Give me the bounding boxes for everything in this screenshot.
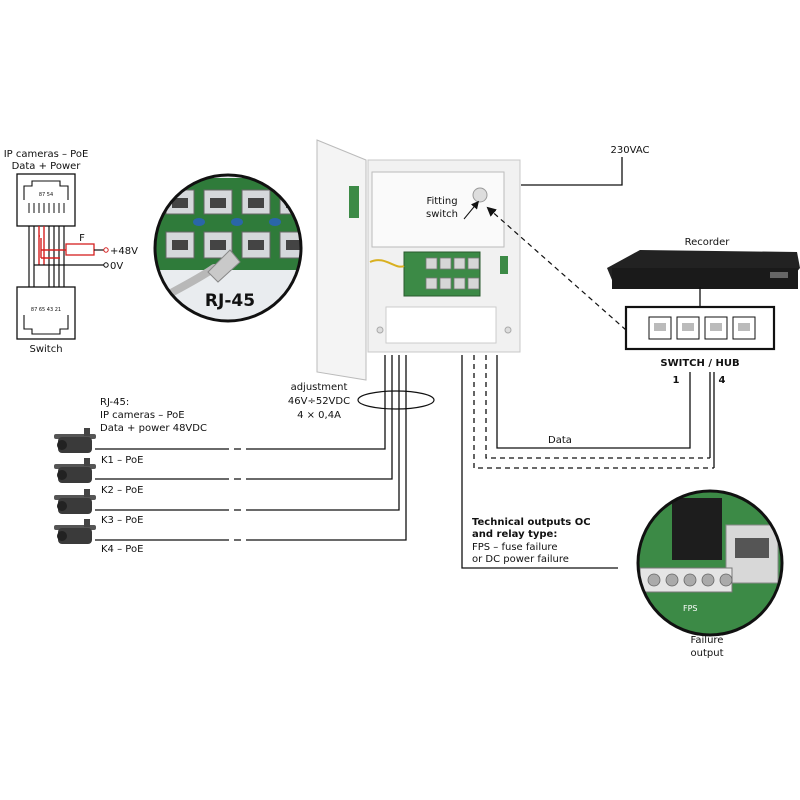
switch-port-1-label: 1 bbox=[673, 375, 680, 386]
recorder-led-panel bbox=[770, 272, 788, 278]
camera-icon bbox=[54, 519, 96, 544]
camera-header-1: RJ-45: bbox=[100, 397, 129, 408]
wiring-top-label-2: Data + Power bbox=[12, 161, 82, 172]
top-rj45-jack bbox=[16, 173, 76, 227]
outputs-title-2: and relay type: bbox=[472, 529, 557, 540]
plus-48v-label: +48V bbox=[110, 246, 138, 257]
relay-rj45-port bbox=[725, 524, 779, 584]
recorder: Recorder bbox=[607, 237, 800, 307]
recorder-label: Recorder bbox=[685, 237, 731, 248]
fuse-label: F bbox=[79, 233, 85, 244]
camera-label-k3: K3 – PoE bbox=[101, 515, 143, 526]
camera-icon bbox=[54, 458, 96, 483]
adjustment-label-2: 46V÷52VDC bbox=[288, 396, 350, 407]
power-leads bbox=[369, 259, 405, 268]
switch-ports bbox=[648, 316, 756, 340]
zoom-fps-label: FPS bbox=[683, 604, 698, 613]
data-label: Data bbox=[548, 435, 572, 446]
wiring-diagram: IP cameras – PoE Data + Power 87 54 F bbox=[4, 149, 138, 355]
camera-label-k1: K1 – PoE bbox=[101, 455, 143, 466]
cable-bundle-ellipse bbox=[357, 390, 435, 410]
top-jack-outline bbox=[23, 180, 69, 200]
camera-label-k2: K2 – PoE bbox=[101, 485, 143, 496]
switch-port-4-label: 4 bbox=[719, 375, 726, 386]
camera-label-k4: K4 – PoE bbox=[101, 544, 143, 555]
mount-hole-left bbox=[376, 326, 384, 334]
camera-lines bbox=[95, 355, 407, 541]
fitting-switch-label-2: switch bbox=[426, 209, 458, 220]
rj45-zoom: RJ-45 bbox=[153, 173, 303, 323]
adjustment-label-1: adjustment bbox=[291, 382, 348, 393]
technical-output-line bbox=[461, 355, 618, 569]
mains-label: 230VAC bbox=[611, 145, 650, 156]
camera-icon bbox=[54, 489, 96, 514]
camera-icon bbox=[54, 428, 96, 453]
fitting-switch-arrow bbox=[463, 200, 480, 220]
rj45-plug bbox=[207, 249, 241, 283]
fuse-symbol bbox=[65, 243, 95, 256]
switch-caption: Switch bbox=[29, 344, 62, 355]
bottom-rj45-jack bbox=[16, 286, 76, 340]
plus-terminal bbox=[103, 247, 109, 253]
outputs-line-1: FPS – fuse failure bbox=[472, 542, 557, 553]
switch-links bbox=[473, 355, 715, 469]
recorder-front bbox=[612, 268, 798, 289]
fitting-switch-hole bbox=[472, 187, 488, 203]
mount-hole-right bbox=[504, 326, 512, 334]
camera-icons bbox=[54, 428, 96, 544]
camera-group: RJ-45: IP cameras – PoE Data + power 48V… bbox=[54, 355, 407, 555]
power-wires-red bbox=[38, 226, 68, 265]
outputs-title-1: Technical outputs OC bbox=[472, 517, 591, 528]
camera-header-3: Data + power 48VDC bbox=[100, 423, 207, 434]
rj45-leds bbox=[193, 218, 281, 226]
switch-hub-label: SWITCH / HUB bbox=[660, 358, 739, 369]
zero-terminal bbox=[103, 262, 109, 268]
psu-cabinet: Fitting switch bbox=[316, 139, 521, 381]
rj45-zoom-border bbox=[153, 173, 303, 323]
outputs-line-2: or DC power failure bbox=[472, 554, 569, 565]
psu-ports bbox=[425, 257, 480, 290]
top-jack-contacts bbox=[28, 203, 65, 213]
failure-output-label-1: Failure bbox=[691, 635, 724, 646]
transformer-module bbox=[371, 171, 505, 248]
terminal-screws bbox=[647, 573, 733, 587]
tamper-contact bbox=[349, 186, 359, 218]
fuse-holder bbox=[500, 256, 508, 274]
failure-output-zoom: FPS Failure output bbox=[636, 489, 784, 659]
fitting-switch-pointer bbox=[486, 206, 627, 331]
cabinet-door bbox=[316, 139, 367, 381]
zero-volt-label: 0V bbox=[110, 261, 123, 272]
bottom-jack-pins: 87 65 43 21 bbox=[31, 307, 61, 313]
relay-component bbox=[672, 498, 722, 560]
cable-entry-panel bbox=[385, 306, 497, 344]
fitting-switch-label-1: Fitting bbox=[426, 196, 457, 207]
bottom-jack-outline bbox=[23, 315, 69, 335]
top-jack-pins: 87 54 bbox=[39, 192, 53, 198]
camera-header-2: IP cameras – PoE bbox=[100, 410, 185, 421]
wiring-top-label-1: IP cameras – PoE bbox=[4, 149, 89, 160]
failure-output-label-2: output bbox=[691, 648, 724, 659]
switch-hub: SWITCH / HUB 1 4 bbox=[624, 305, 776, 386]
failure-zoom-border bbox=[636, 489, 784, 637]
adjustment-label-3: 4 × 0,4A bbox=[297, 410, 341, 421]
rj45-label: RJ-45 bbox=[205, 291, 255, 311]
mains-line bbox=[521, 157, 623, 186]
